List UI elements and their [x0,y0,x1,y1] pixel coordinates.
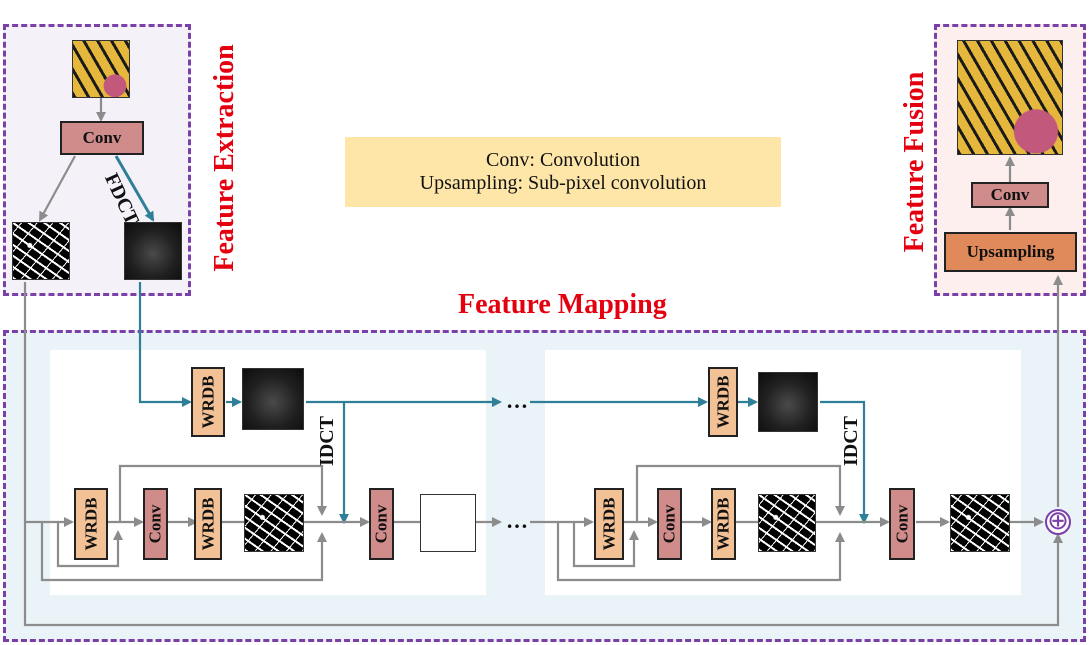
freq-feature-map-1 [242,368,304,430]
ellipsis-spatial: … [506,508,528,533]
spatial-feature-map [12,222,70,280]
spatial-feature-map-2 [758,494,816,552]
idct-label-2: IDCT [840,415,862,466]
wrdb-spatial-block-2b: WRDB [711,488,736,560]
wrdb-freq-block-2: WRDB [708,367,738,437]
frequency-feature-map [124,222,182,280]
conv-fusion-block-2: Conv [889,488,915,560]
ellipsis-freq: … [506,388,528,413]
output-image [957,40,1063,155]
feature-mapping-title: Feature Mapping [458,289,667,320]
wrdb-freq-block-1: WRDB [191,367,225,437]
fusion-conv-block: Conv [971,182,1049,208]
legend-line-conv: Conv: Convolution [486,149,640,171]
fused-feature-map-2 [950,494,1010,552]
conv-spatial-block-2: Conv [657,488,682,560]
sum-symbol: ⊕ [1047,506,1069,535]
wrdb-spatial-block-1b: WRDB [194,488,222,560]
input-image [72,40,130,98]
conv-spatial-block-1: Conv [143,488,168,560]
conv-fusion-block-1: Conv [369,488,394,560]
legend-box: Conv: Convolution Upsampling: Sub-pixel … [345,137,781,207]
wrdb-spatial-block-1a: WRDB [74,488,108,560]
extraction-conv-block: Conv [60,121,144,155]
legend-line-upsampling: Upsampling: Sub-pixel convolution [419,172,707,194]
fused-feature-map-1 [420,494,476,552]
wrdb-spatial-block-2a: WRDB [594,488,624,560]
spatial-feature-map-1 [244,494,304,552]
upsampling-block: Upsampling [944,232,1077,272]
sum-node [1045,509,1071,535]
freq-feature-map-2 [758,372,818,432]
idct-label-1: IDCT [316,415,338,466]
